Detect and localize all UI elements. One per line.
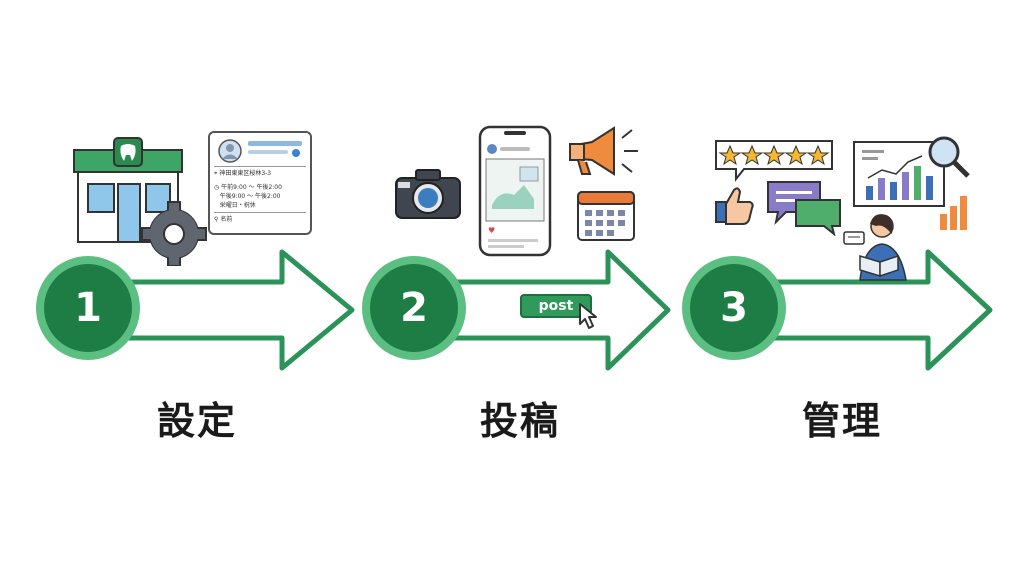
- step-1: 1 設定 ⌖ 神田東東区桜林3-3: [0, 0, 355, 572]
- avatar-icon: [218, 139, 242, 163]
- thumbs-up-icon: [715, 187, 754, 225]
- step-2-arrow: [362, 249, 671, 371]
- clinic-store-icon: [73, 137, 207, 266]
- business-profile-card: ⌖ 神田東東区桜林3-3 ◷ 午前9:00 ～ 午後2:00 午後9:00 ～ …: [208, 131, 312, 235]
- step-3-arrow: [682, 249, 993, 371]
- step-3-number: 3: [720, 285, 748, 331]
- card-hours: ◷ 午前9:00 ～ 午後2:00 午後9:00 ～ 午後2:00 栄曜日・祝休: [214, 184, 282, 209]
- camera-icon: [395, 169, 461, 219]
- svg-text:♥: ♥: [488, 226, 495, 235]
- step-1-label: 設定: [156, 399, 237, 443]
- person-icon: ⚲: [214, 216, 219, 223]
- smartphone-post-icon: ♥: [478, 125, 552, 257]
- chat-bubbles-icon: [767, 181, 841, 236]
- person-reading-icon: [843, 214, 907, 281]
- step-2-number: 2: [400, 285, 428, 331]
- card-name: ⚲ 名前: [214, 216, 233, 223]
- megaphone-icon: [569, 126, 638, 176]
- step-2: 2 投稿 ♥ post: [326, 0, 671, 572]
- step-3: 3 管理: [646, 0, 993, 572]
- verified-icon: [292, 149, 300, 157]
- analytics-chart-icon: [853, 136, 970, 230]
- card-name-bar: [248, 150, 288, 154]
- card-name-bar: [248, 141, 302, 146]
- star-rating-bubble-icon: [715, 140, 833, 182]
- step-2-label: 投稿: [479, 399, 560, 443]
- card-address: ⌖ 神田東東区桜林3-3: [214, 170, 272, 177]
- calendar-icon: [577, 191, 635, 241]
- step-1-arrow: [36, 249, 355, 371]
- cursor-icon: [579, 303, 597, 329]
- location-pin-icon: ⌖: [214, 170, 218, 177]
- clock-icon: ◷: [214, 184, 220, 191]
- step-1-number: 1: [74, 285, 102, 331]
- step-3-label: 管理: [801, 399, 882, 443]
